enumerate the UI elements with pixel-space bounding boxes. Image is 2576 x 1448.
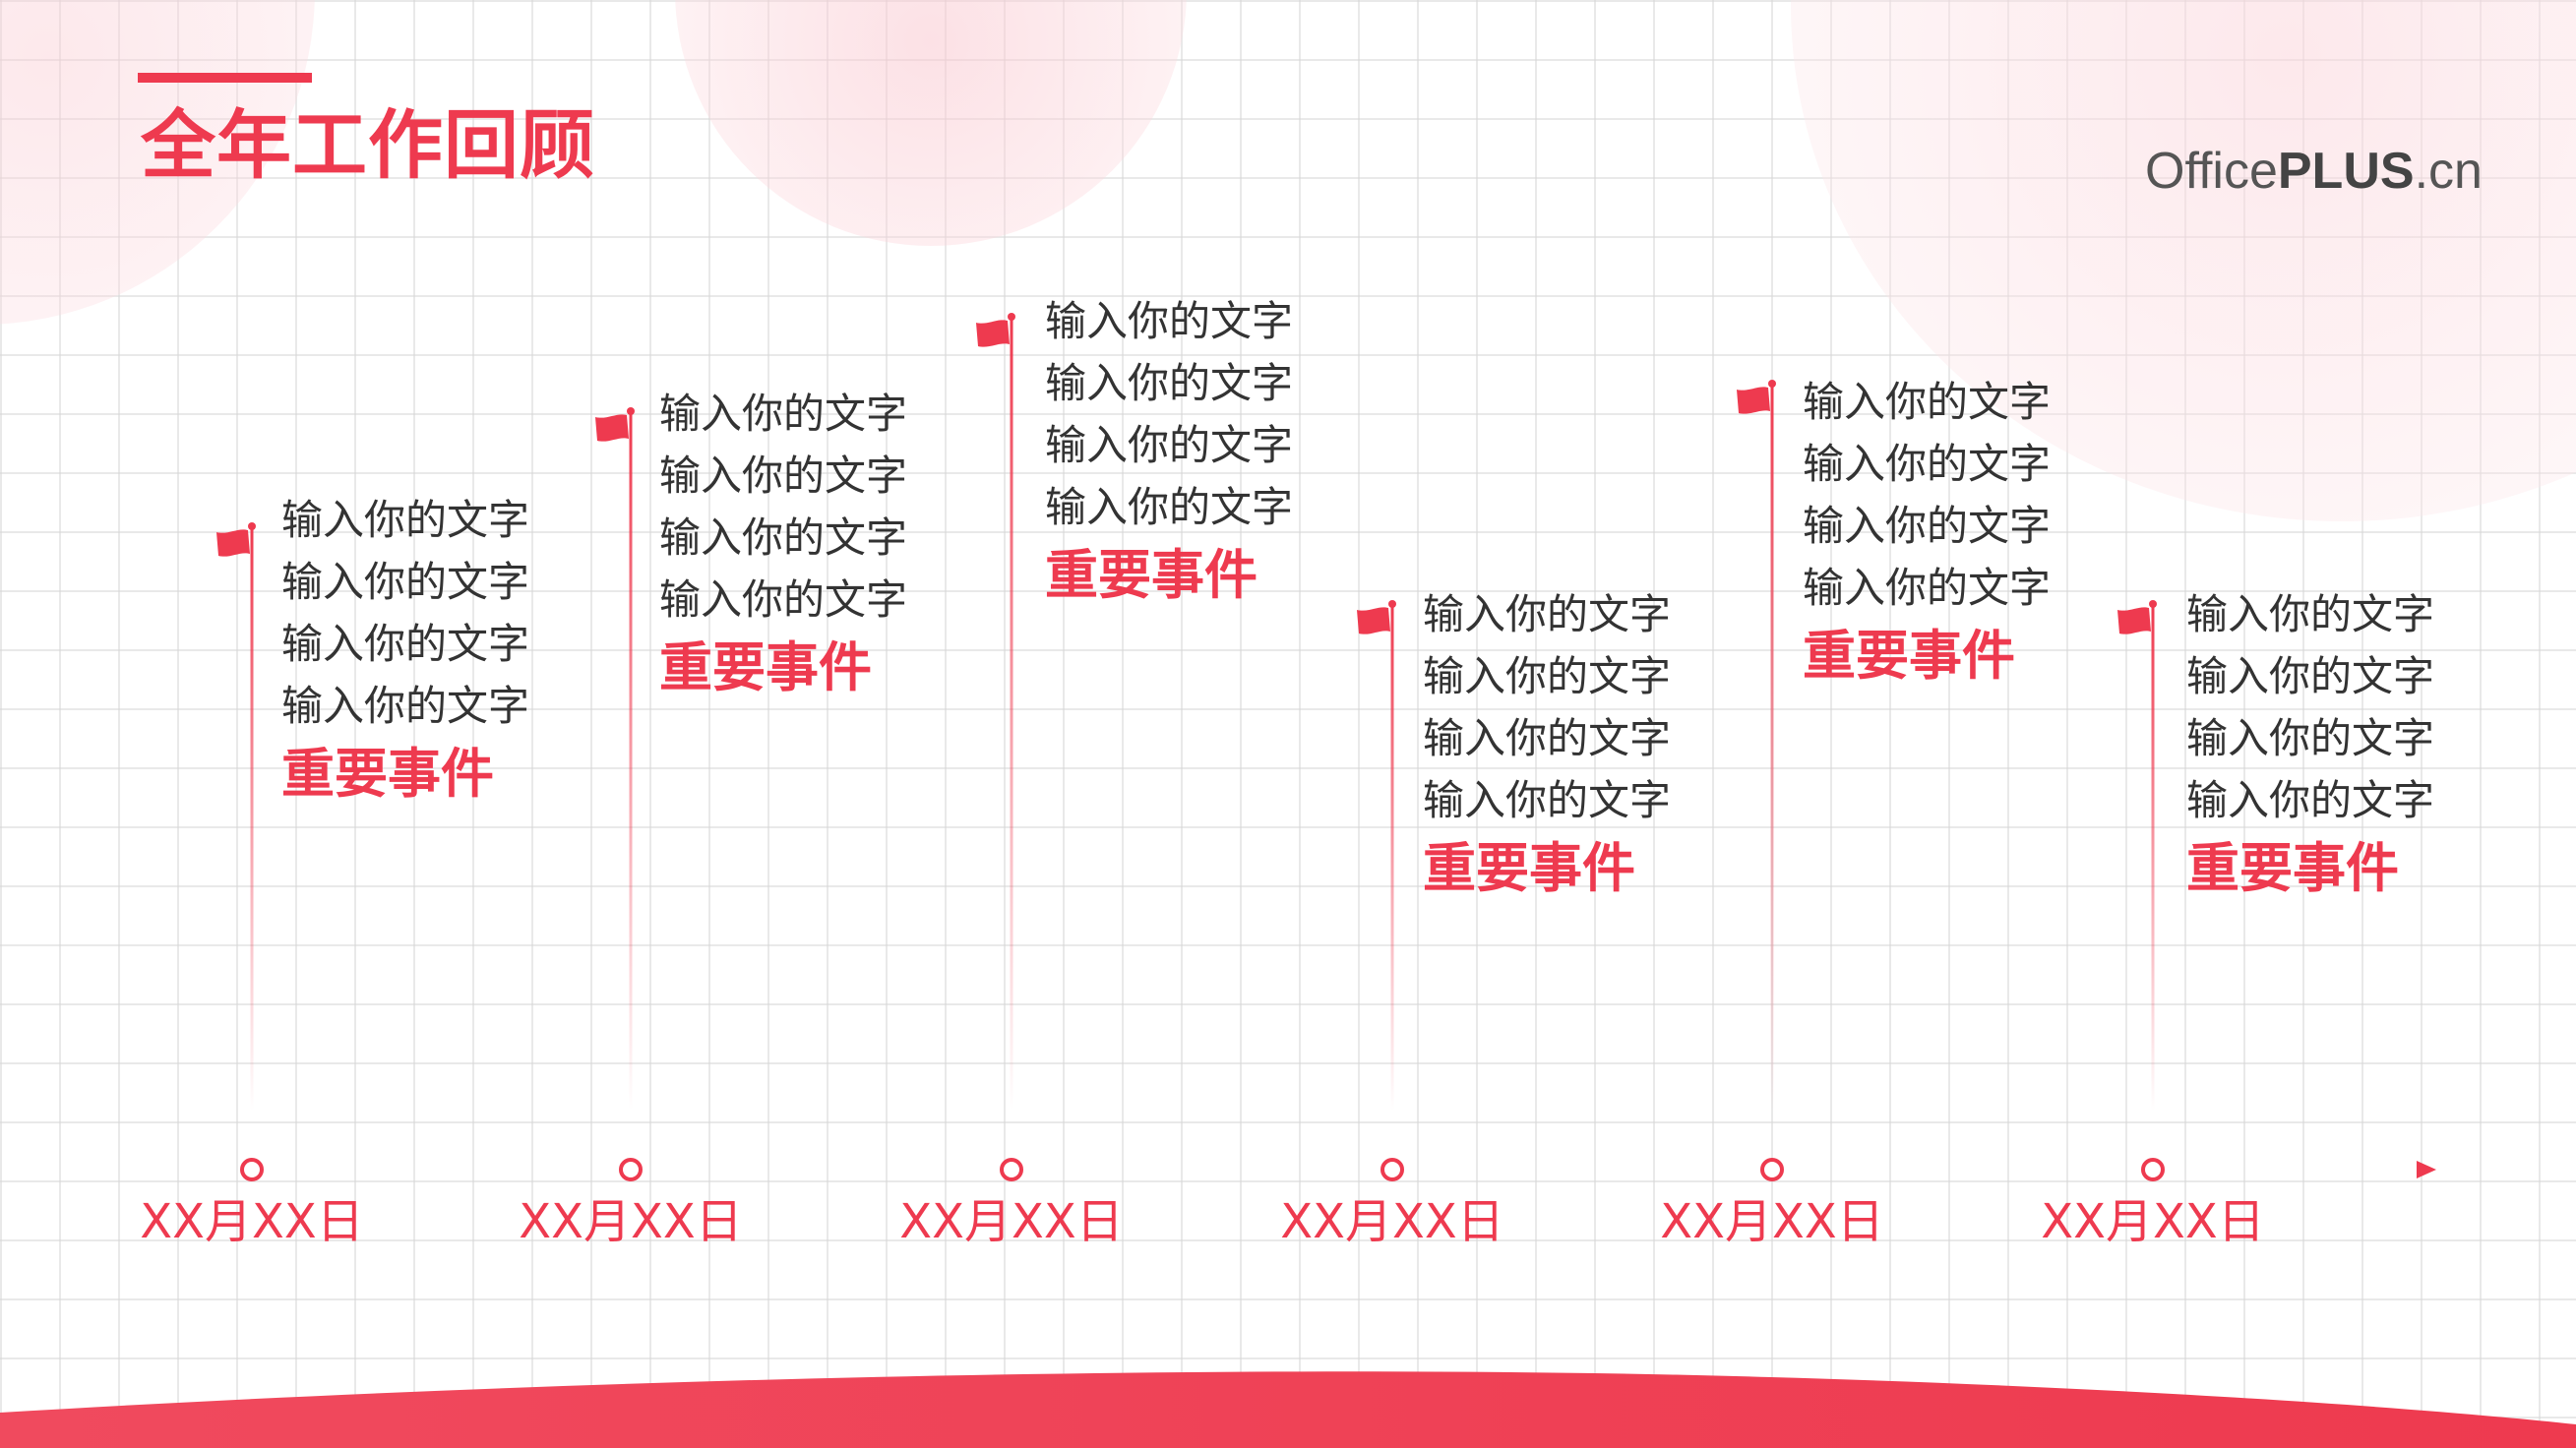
event-block: 输入你的文字输入你的文字输入你的文字输入你的文字重要事件 [2186, 583, 2482, 906]
milestone-circle-icon [1380, 1158, 1404, 1181]
event-text-line: 输入你的文字 [1423, 652, 1672, 700]
flag-pole [2151, 604, 2155, 1111]
event-block: 输入你的文字输入你的文字输入你的文字输入你的文字重要事件 [1803, 371, 2098, 694]
flag-icon [2117, 607, 2151, 634]
event-block: 输入你的文字输入你的文字输入你的文字输入你的文字重要事件 [1423, 583, 1718, 906]
milestone-circle-icon [1000, 1158, 1023, 1181]
date-label: XX月XX日 [140, 1194, 364, 1249]
event-title: 重要事件 [281, 743, 494, 805]
flag-pole-cap [627, 407, 635, 415]
event-text-line: 输入你的文字 [1803, 564, 2052, 612]
title-accent-bar [138, 73, 312, 83]
event-title: 重要事件 [659, 636, 872, 698]
event-text-line: 输入你的文字 [659, 390, 908, 438]
milestone-circle-icon [2141, 1158, 2165, 1181]
event-text-line: 输入你的文字 [1045, 421, 1294, 469]
flag-icon [976, 320, 1010, 347]
event-text-line: 输入你的文字 [1045, 359, 1294, 407]
date-label: XX月XX日 [519, 1194, 743, 1249]
brand-logo-domain: .cn [2414, 143, 2483, 200]
flag-icon [1737, 387, 1770, 414]
brand-logo-plus: PLUS [2277, 143, 2415, 200]
event-text-line: 输入你的文字 [2186, 652, 2435, 700]
event-text-line: 输入你的文字 [281, 620, 530, 668]
event-text-line: 输入你的文字 [2186, 714, 2435, 762]
event-text-line: 输入你的文字 [1423, 590, 1672, 638]
date-label: XX月XX日 [899, 1194, 1124, 1249]
event-text-line: 输入你的文字 [281, 682, 530, 730]
page-title: 全年工作回顾 [141, 101, 595, 189]
flag-pole-cap [1388, 600, 1396, 608]
event-title: 重要事件 [2186, 837, 2399, 899]
event-text-line: 输入你的文字 [1045, 483, 1294, 531]
milestone-circle-icon [619, 1158, 643, 1181]
brand-logo: OfficePLUS.cn [2145, 143, 2483, 200]
flag-pole [629, 411, 633, 1111]
flag-pole-cap [2149, 600, 2157, 608]
milestone-circle-icon [240, 1158, 264, 1181]
event-block: 输入你的文字输入你的文字输入你的文字输入你的文字重要事件 [659, 383, 954, 705]
event-title: 重要事件 [1045, 544, 1257, 606]
event-title: 重要事件 [1803, 625, 2015, 687]
flag-pole [1390, 604, 1394, 1111]
event-text-line: 输入你的文字 [281, 558, 530, 606]
event-text-line: 输入你的文字 [1423, 714, 1672, 762]
event-text-line: 输入你的文字 [1803, 440, 2052, 488]
flag-pole-cap [248, 522, 256, 530]
flag-pole-cap [1768, 380, 1776, 388]
brand-logo-office: Office [2145, 143, 2278, 200]
date-label: XX月XX日 [1660, 1194, 1884, 1249]
event-title: 重要事件 [1423, 837, 1635, 899]
event-text-line: 输入你的文字 [1045, 297, 1294, 345]
event-text-line: 输入你的文字 [1803, 378, 2052, 426]
date-label: XX月XX日 [2041, 1194, 2265, 1249]
date-label: XX月XX日 [1280, 1194, 1504, 1249]
flag-icon [595, 414, 629, 442]
event-text-line: 输入你的文字 [1423, 776, 1672, 824]
flag-icon [216, 529, 250, 557]
flag-icon [1357, 607, 1390, 634]
flag-pole [1770, 384, 1774, 1111]
bottom-wave [0, 1371, 2576, 1448]
event-text-line: 输入你的文字 [659, 513, 908, 562]
event-text-line: 输入你的文字 [2186, 590, 2435, 638]
event-text-line: 输入你的文字 [281, 496, 530, 544]
event-text-line: 输入你的文字 [1803, 502, 2052, 550]
flag-pole [1010, 317, 1013, 1111]
arrow-head-icon [2417, 1161, 2436, 1178]
event-block: 输入你的文字输入你的文字输入你的文字输入你的文字重要事件 [1045, 290, 1340, 613]
event-text-line: 输入你的文字 [659, 575, 908, 624]
event-text-line: 输入你的文字 [659, 452, 908, 500]
event-block: 输入你的文字输入你的文字输入你的文字输入你的文字重要事件 [281, 489, 577, 812]
event-text-line: 输入你的文字 [2186, 776, 2435, 824]
flag-pole-cap [1008, 313, 1015, 321]
flag-pole [250, 526, 254, 1111]
milestone-circle-icon [1760, 1158, 1784, 1181]
